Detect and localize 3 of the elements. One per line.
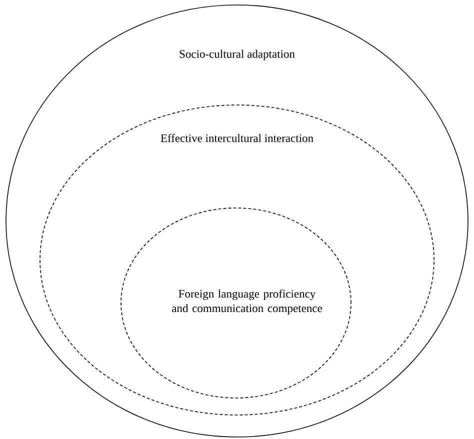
circle-label: Effective intercultural interaction bbox=[160, 134, 314, 142]
circle-label: Socio-cultural adaptation bbox=[180, 50, 295, 60]
circle-label: Foreign language proficiency and communication competence bbox=[172, 289, 322, 314]
